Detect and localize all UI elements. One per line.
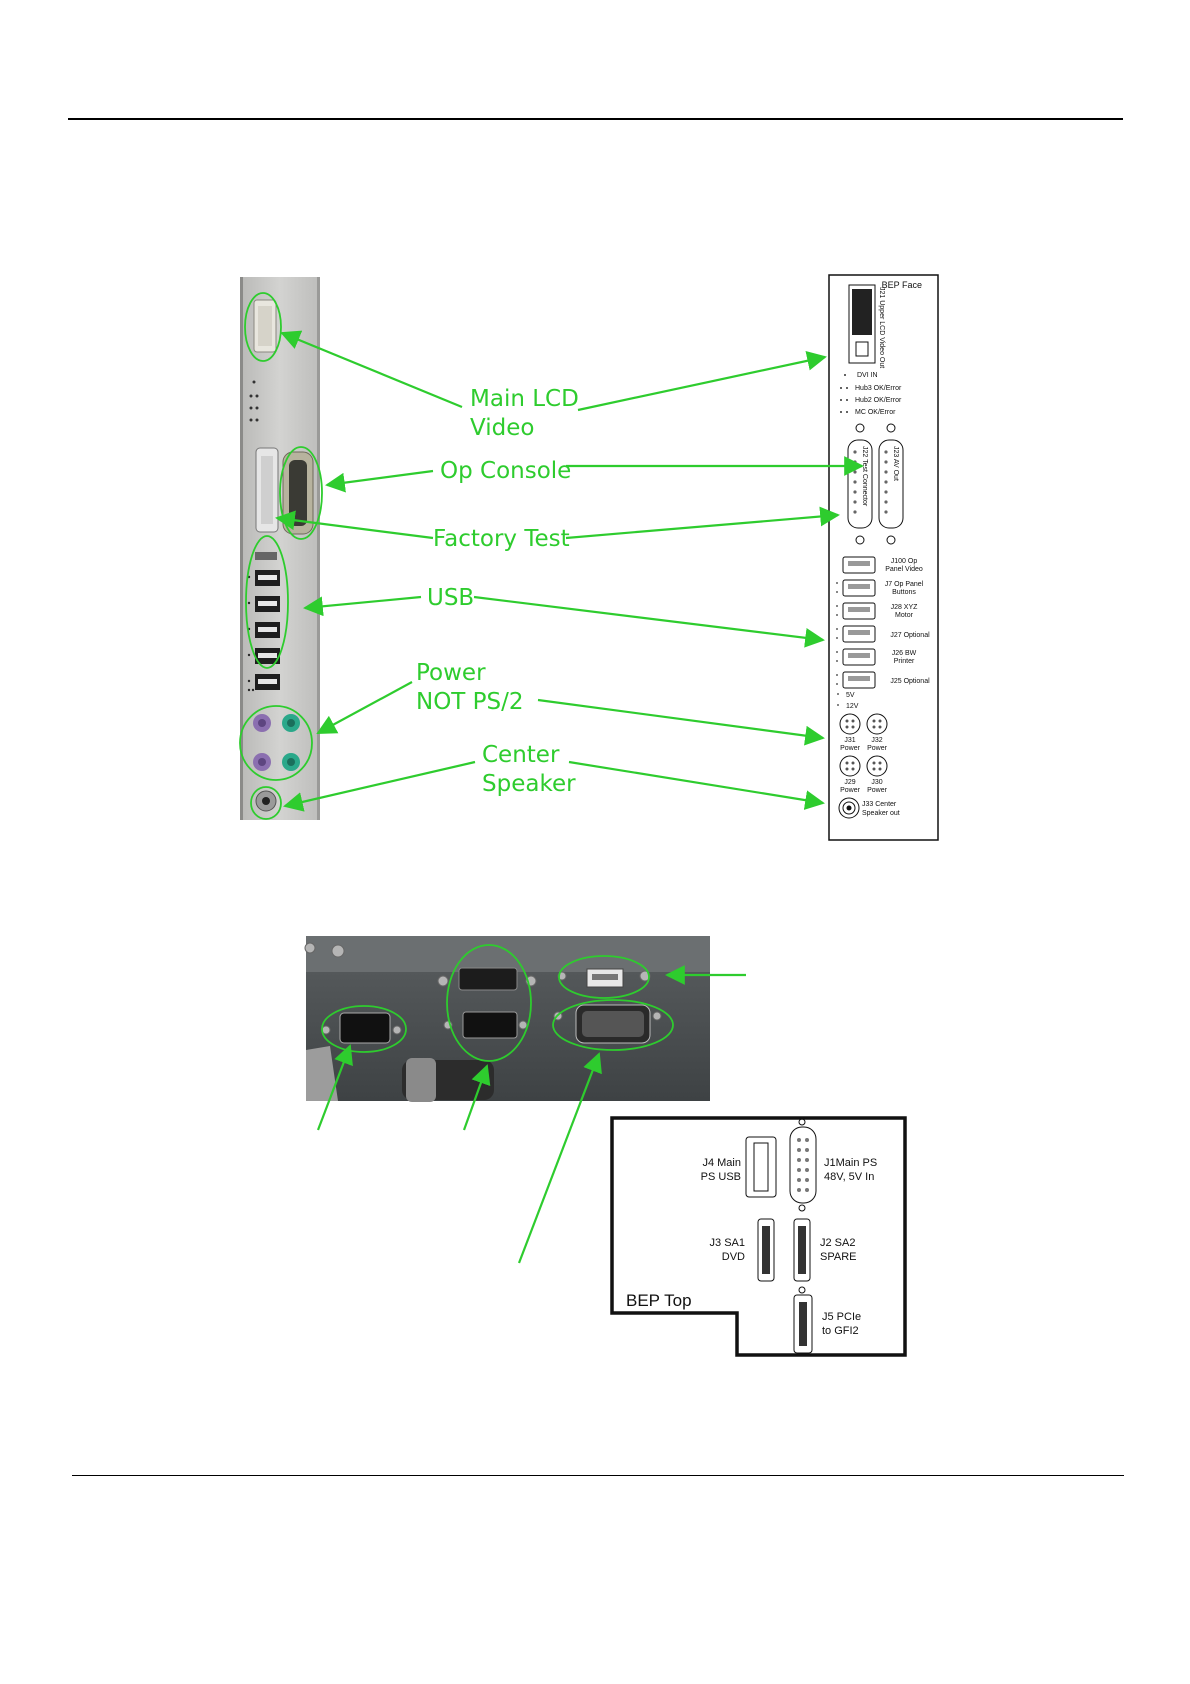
highlight-ellipses-left — [239, 292, 323, 820]
power-label: J32 — [871, 737, 882, 744]
j4-label: J4 Main — [702, 1157, 741, 1169]
led-labels: DVI IN Hub3 OK/Error Hub2 OK/Error MC OK… — [840, 372, 902, 416]
bep-top-photo — [304, 936, 710, 1102]
power-label: Power — [867, 745, 888, 752]
side-panel-photo — [239, 277, 323, 820]
usb-ports-photo — [247, 552, 280, 692]
speaker-label: J33 Center — [862, 801, 897, 808]
led-dots-photo — [249, 380, 259, 422]
led-label: Hub2 OK/Error — [855, 397, 902, 404]
footer-rule — [72, 1475, 1124, 1476]
j3-label: J3 SA1 — [710, 1237, 745, 1249]
speaker-jack-photo — [255, 790, 277, 812]
power-port-drawings: J31 Power J32 Power J29 Power J30 Power — [839, 713, 888, 794]
callout-power-line1: Power — [416, 660, 486, 686]
usb-label: J26 BW — [892, 650, 917, 657]
bep-top-diagram: J4 Main PS USB J1Main PS 48V, 5V In J3 S… — [610, 1116, 907, 1357]
usb-label: J100 Op — [891, 558, 918, 565]
j4-label: PS USB — [701, 1171, 741, 1183]
j23-connector-drawing: J23 AV Out — [878, 423, 904, 545]
j3-label: DVD — [722, 1251, 745, 1263]
j1-label: 48V, 5V In — [824, 1171, 874, 1183]
j22-label: J22 Test Connector — [861, 446, 868, 507]
bep-top-title: BEP Top — [626, 1291, 692, 1310]
power-label: J29 — [844, 779, 855, 786]
pcie-port-photo — [339, 1012, 391, 1044]
usb-label: J7 Op Panel — [885, 581, 924, 588]
usb-label: Motor — [895, 612, 914, 619]
j5-label: J5 PCIe — [822, 1311, 861, 1323]
j22-connector-drawing: J22 Test Connector — [847, 423, 873, 545]
volt-5-label: 5V — [846, 692, 855, 699]
j1-label: J1Main PS — [824, 1157, 877, 1169]
callout-center-line1: Center — [482, 742, 560, 768]
callout-power-line2: NOT PS/2 — [416, 689, 524, 715]
usb-port-drawings: J100 Op Panel Video J7 Op Panel Buttons … — [836, 556, 930, 689]
usb-label: Buttons — [892, 589, 916, 596]
speaker-jack-drawing: J33 Center Speaker out — [838, 797, 900, 819]
led-label: Hub3 OK/Error — [855, 385, 902, 392]
sata-port-bottom-photo — [462, 1011, 518, 1039]
bep-face-diagram: BEP Face J21 Upper LCD Video Out DVI IN … — [828, 274, 939, 841]
power-label: J31 — [844, 737, 855, 744]
callout-factory-test: Factory Test — [433, 526, 570, 552]
speaker-label: Speaker out — [862, 810, 900, 817]
power-ports-photo — [253, 714, 300, 771]
j2-label: J2 SA2 — [820, 1237, 855, 1249]
usb-label: J28 XYZ — [891, 604, 919, 611]
callout-op-console: Op Console — [440, 458, 571, 484]
power-label: Power — [867, 787, 888, 794]
j23-label: J23 AV Out — [892, 446, 899, 481]
power-label: Power — [840, 745, 861, 752]
callout-labels: Main LCD Video Op Console Factory Test U… — [416, 386, 579, 797]
dvi-port-photo — [253, 299, 277, 353]
bep-face-title: BEP Face — [882, 280, 922, 290]
header-rule — [68, 118, 1123, 120]
callout-center-line2: Speaker — [482, 771, 576, 797]
callout-main-lcd-line2: Video — [470, 415, 534, 441]
j2-label: SPARE — [820, 1251, 856, 1263]
callout-arrows-bottom — [316, 965, 746, 1264]
usb-label: J25 Optional — [890, 678, 930, 685]
power-label: J30 — [871, 779, 882, 786]
j5-label: to GFI2 — [822, 1325, 859, 1337]
callout-usb: USB — [427, 585, 474, 611]
led-label: MC OK/Error — [855, 409, 896, 416]
volt-12-label: 12V — [846, 703, 859, 710]
sata-port-top-photo — [458, 967, 518, 991]
callout-arrows-top — [275, 330, 864, 812]
led-label: DVI IN — [857, 372, 878, 379]
usb-label: J27 Optional — [890, 632, 930, 639]
power-label: Power — [840, 787, 861, 794]
j21-label: J21 Upper LCD Video Out — [878, 287, 885, 368]
callout-main-lcd-line1: Main LCD — [470, 386, 579, 412]
usb-label: Printer — [894, 658, 915, 665]
usb-label: Panel Video — [885, 566, 923, 573]
